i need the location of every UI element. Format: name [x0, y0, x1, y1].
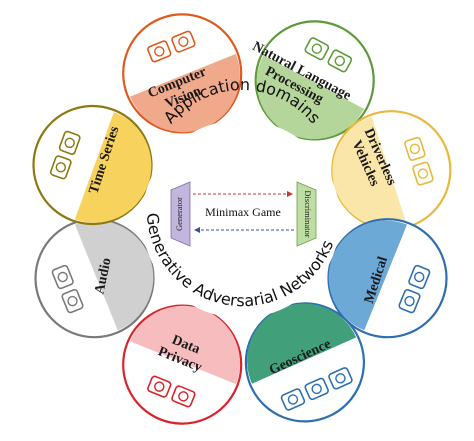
domain-label-audio: Audio	[92, 257, 114, 296]
discriminator-label: Discriminator	[303, 190, 313, 237]
petal-colored-half	[75, 220, 154, 331]
padlock-icon	[171, 385, 196, 408]
medicine-bottle-icon	[398, 288, 421, 314]
petal-colored-half	[74, 112, 152, 223]
domain-petal-vehicles	[331, 110, 452, 231]
stethoscope-icon	[408, 264, 431, 290]
domain-petal-vision	[122, 13, 243, 134]
globe-icon	[328, 367, 353, 390]
discriminator-box	[296, 181, 317, 247]
coin-icon	[49, 155, 72, 180]
domain-label-line: Audio	[92, 257, 114, 296]
petal-colored-half	[256, 55, 365, 140]
petal-colored-half	[130, 53, 240, 133]
center-gan-block: Generator Discriminator Minimax Game	[170, 181, 317, 247]
domain-petal-medical	[327, 218, 448, 339]
petal-colored-half	[247, 303, 357, 384]
weather-icon	[280, 388, 306, 411]
domain-petal-geo	[244, 302, 365, 423]
chatbot-icon	[304, 37, 330, 61]
domain-petal-audio	[34, 218, 155, 339]
music-note-icon	[51, 264, 74, 290]
generator-box	[170, 181, 191, 247]
generator-label: Generator	[174, 197, 184, 231]
secure-heart-icon	[147, 375, 172, 398]
camera-icon	[147, 40, 172, 63]
petal-colored-half	[130, 305, 240, 385]
speech-bubbles-icon	[327, 49, 353, 73]
microphone-icon	[61, 288, 84, 314]
electric-car-icon	[412, 161, 434, 186]
line-graph-icon	[58, 130, 81, 155]
atom-icon	[404, 136, 426, 161]
domain-petal-privacy	[122, 304, 243, 425]
minimax-game-label: Minimax Game	[205, 205, 281, 219]
petal-colored-half	[332, 116, 408, 228]
video-camera-icon	[171, 30, 196, 53]
petal-colored-half	[328, 220, 407, 331]
center-disk	[142, 120, 340, 318]
mountain-icon	[304, 377, 329, 401]
domain-petal-timeseries	[32, 104, 153, 226]
